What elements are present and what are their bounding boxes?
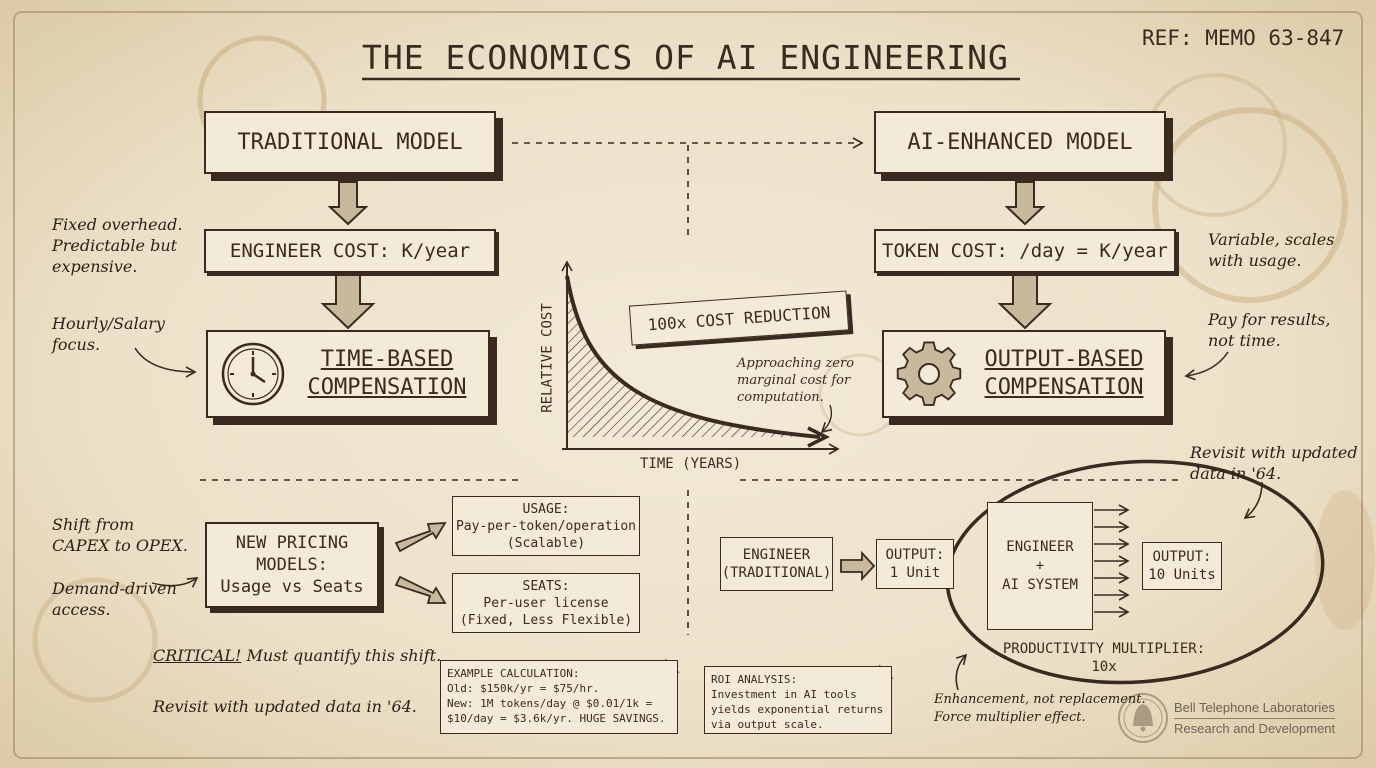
token-cost-box: TOKEN COST: /day = K/year: [874, 229, 1176, 273]
example-line: $10/day = $3.6k/yr. HUGE SAVINGS.: [447, 712, 666, 725]
critical-word: CRITICAL!: [153, 646, 242, 665]
down-arrow: [320, 274, 376, 330]
bell-labs-line-1: Bell Telephone Laboratories: [1174, 700, 1335, 715]
critical-rest: Must quantify this shift.: [241, 646, 442, 665]
note-enhancement: Enhancement, not replacement. Force mult…: [934, 692, 1146, 725]
chart-x-axis-label: TIME (YEARS): [640, 456, 742, 472]
seats-pricing-box: SEATS: Per-user license (Fixed, Less Fle…: [452, 573, 640, 633]
comp-line-2: COMPENSATION: [307, 375, 467, 400]
note-capex-opex: Shift from CAPEX to OPEX.: [52, 515, 188, 555]
note-pay-for-results: Pay for results, not time.: [1208, 310, 1331, 350]
comp-line-1: OUTPUT-BASED: [984, 347, 1144, 372]
note-arrow: [1184, 351, 1229, 381]
page-title: THE ECONOMICS OF AI ENGINEERING: [362, 38, 1009, 77]
comp-line-2: COMPENSATION: [984, 375, 1144, 400]
roi-analysis-note: ROI ANALYSIS: Investment in AI tools yie…: [704, 666, 892, 734]
output-arrows: [1094, 504, 1130, 618]
chart-annotation: Approaching zero marginal cost for compu…: [737, 356, 855, 405]
usage-body: Pay-per-token/operation (Scalable): [455, 518, 636, 551]
engineer-cost-box: ENGINEER COST: K/year: [204, 229, 496, 273]
right-arrow: [394, 522, 447, 553]
cost-decay-chart: [561, 260, 840, 455]
note-fixed-overhead: Fixed overhead. Predictable but expensiv…: [52, 215, 183, 276]
engineer-ai-system-box: ENGINEER + AI SYSTEM: [987, 502, 1093, 630]
note-revisit-left: Revisit with updated data in '64.: [153, 697, 417, 716]
output-1-unit-box: OUTPUT: 1 Unit: [876, 539, 954, 589]
paper-border: [13, 11, 1363, 759]
output-based-label: OUTPUT-BASED COMPENSATION: [964, 346, 1164, 402]
coffee-stain: [1315, 490, 1375, 630]
chart-curve: [565, 275, 821, 439]
down-arrow: [327, 181, 369, 226]
productivity-multiplier-label: PRODUCTIVITY MULTIPLIER: 10x: [1002, 641, 1206, 675]
example-calculation-note: EXAMPLE CALCULATION: Old: $150k/yr = $75…: [440, 660, 678, 734]
time-based-label: TIME-BASED COMPENSATION: [286, 346, 488, 402]
traditional-model-heading: TRADITIONAL MODEL: [204, 111, 496, 174]
gear-icon: [896, 341, 962, 406]
memo-reference: REF: MEMO 63-847: [1142, 26, 1345, 50]
new-pricing-models-box: NEW PRICING MODELS: Usage vs Seats: [205, 522, 379, 608]
note-arrow: [955, 653, 968, 691]
note-arrow: [134, 347, 197, 378]
note-variable-scales: Variable, scales with usage.: [1208, 230, 1335, 270]
usage-pricing-box: USAGE: Pay-per-token/operation (Scalable…: [452, 496, 640, 556]
comp-line-1: TIME-BASED: [320, 347, 454, 372]
note-arrow: [820, 404, 833, 434]
right-arrow: [394, 575, 447, 604]
seats-body: Per-user license (Fixed, Less Flexible): [459, 595, 633, 628]
note-critical: CRITICAL! Must quantify this shift.: [153, 645, 441, 666]
right-arrow: [840, 550, 876, 582]
ai-enhanced-model-heading: AI-ENHANCED MODEL: [874, 111, 1166, 174]
example-line: New: 1M tokens/day @ $0.01/1k =: [447, 697, 653, 710]
bell-labs-line-2: Research and Development: [1174, 718, 1336, 739]
note-demand-driven: Demand-driven access.: [52, 579, 177, 619]
chart-area: [567, 276, 820, 437]
bell-labs-text: Bell Telephone Laboratories Research and…: [1174, 698, 1336, 739]
time-based-compensation-box: TIME-BASED COMPENSATION: [206, 330, 490, 418]
note-arrow: [151, 577, 199, 588]
example-title: EXAMPLE CALCULATION:: [447, 667, 580, 680]
down-arrow: [997, 274, 1053, 330]
roi-body: Investment in AI tools yields exponentia…: [711, 688, 884, 731]
down-arrow: [1004, 181, 1046, 226]
output-10-units-box: OUTPUT: 10 Units: [1142, 542, 1222, 590]
seats-title: SEATS:: [522, 578, 570, 594]
example-line: Old: $150k/yr = $75/hr.: [447, 682, 600, 695]
coffee-stain: [32, 577, 158, 703]
note-revisit-right: Revisit with updated data in '64.: [1190, 443, 1358, 483]
roi-title: ROI ANALYSIS:: [711, 673, 798, 686]
note-hourly-salary: Hourly/Salary focus.: [52, 314, 165, 354]
usage-title: USAGE:: [522, 501, 570, 517]
output-based-compensation-box: OUTPUT-BASED COMPENSATION: [882, 330, 1166, 418]
engineer-traditional-box: ENGINEER (TRADITIONAL): [720, 537, 833, 591]
chart-y-axis-label: RELATIVE COST: [539, 303, 556, 413]
clock-icon: [221, 342, 285, 406]
bell-logo: [1118, 693, 1168, 743]
note-arrow: [1243, 481, 1263, 520]
chart-curve-head: [807, 426, 830, 448]
coffee-stain: [1152, 107, 1348, 303]
coffee-stain: [1143, 73, 1287, 217]
